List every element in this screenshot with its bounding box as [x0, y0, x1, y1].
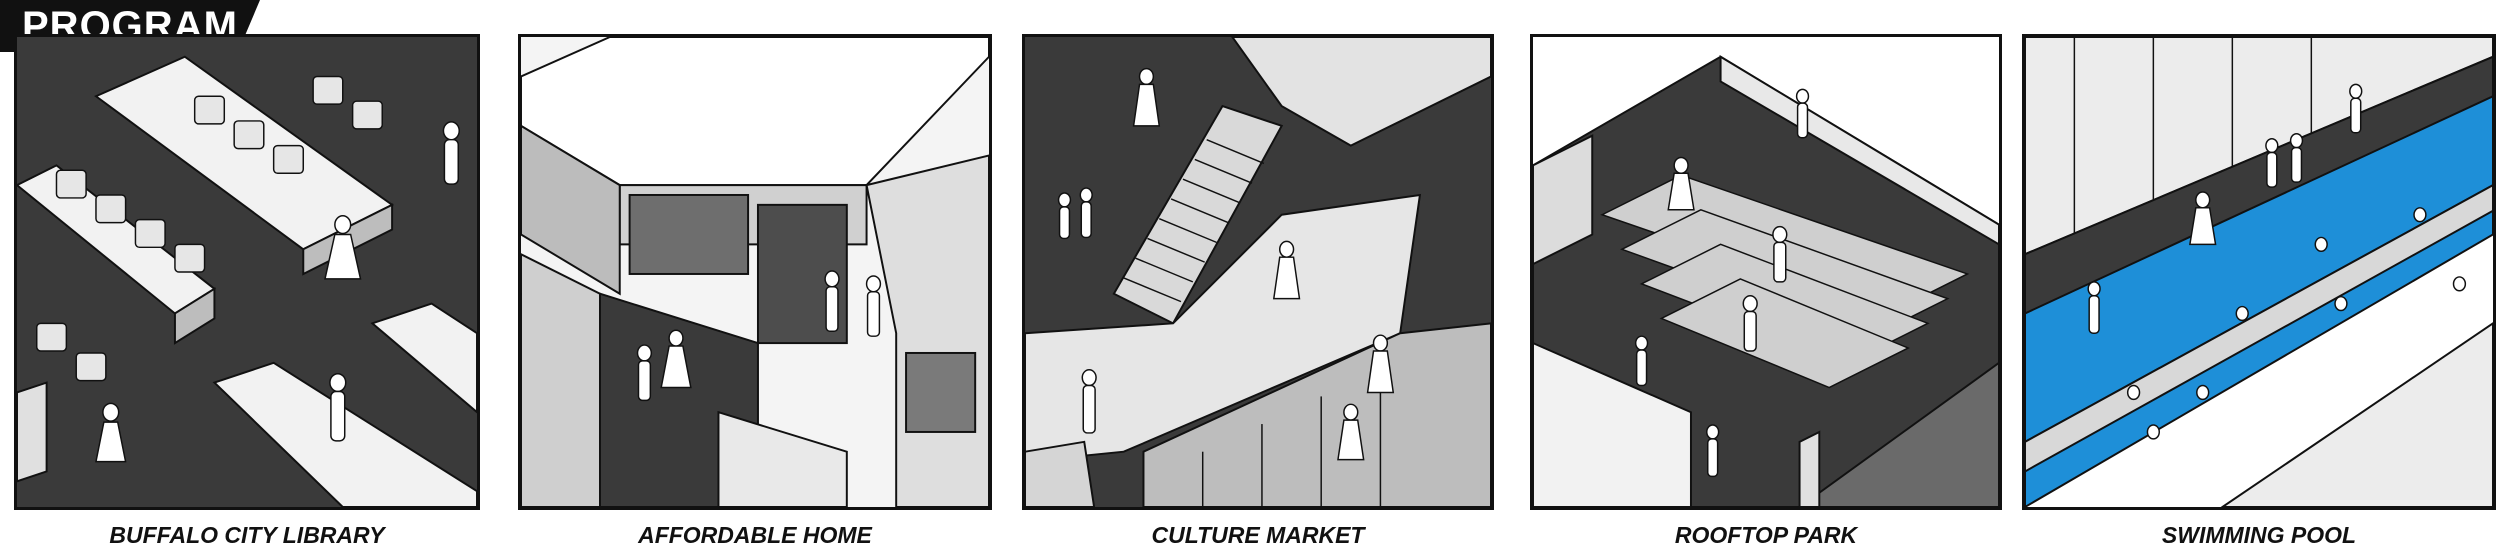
caption-library: BUFFALO CITY LIBRARY — [109, 522, 385, 548]
caption-affordable-home: AFFORDABLE HOME — [638, 522, 872, 548]
swimming-pool-illustration — [2022, 34, 2496, 510]
caption-culture-market: CULTURE MARKET — [1151, 522, 1365, 548]
caption-swimming-pool: SWIMMING POOL — [2161, 522, 2357, 548]
culture-market-illustration — [1022, 34, 1494, 510]
affordable-home-illustration — [518, 34, 992, 510]
rooftop-park-illustration — [1530, 34, 2002, 510]
library-illustration — [14, 34, 480, 510]
caption-rooftop-park: ROOFTOP PARK — [1674, 522, 1858, 548]
